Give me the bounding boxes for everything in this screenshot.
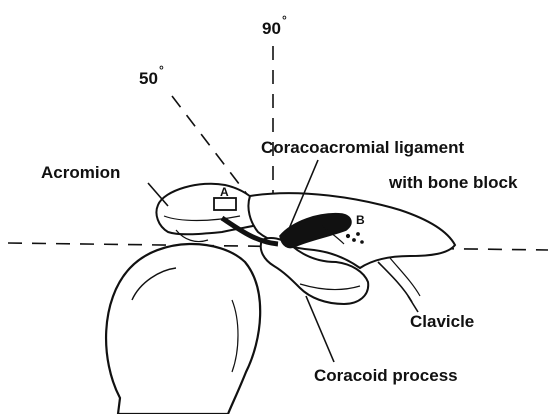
- acromion-label: Acromion: [41, 163, 120, 182]
- angle-50-degree-mark: °: [159, 63, 164, 77]
- ligament-label-line1: Coracoacromial ligament: [261, 138, 464, 157]
- coracoid-process-label: Coracoid process: [314, 366, 458, 385]
- bone-block-a: [214, 198, 236, 210]
- marker-b: B: [356, 213, 365, 227]
- clavicle-pointer: [408, 296, 418, 312]
- humeral-head: [106, 244, 260, 414]
- angle-50-label: 50: [139, 69, 158, 88]
- angle-90-label: 90: [262, 19, 281, 38]
- coracoid-pointer: [306, 296, 334, 362]
- marker-a: A: [220, 185, 229, 199]
- clavicle-label: Clavicle: [410, 312, 474, 331]
- acromion-pointer: [148, 183, 168, 206]
- angle-90-degree-mark: °: [282, 13, 287, 27]
- ligament-label-line2: with bone block: [388, 173, 518, 192]
